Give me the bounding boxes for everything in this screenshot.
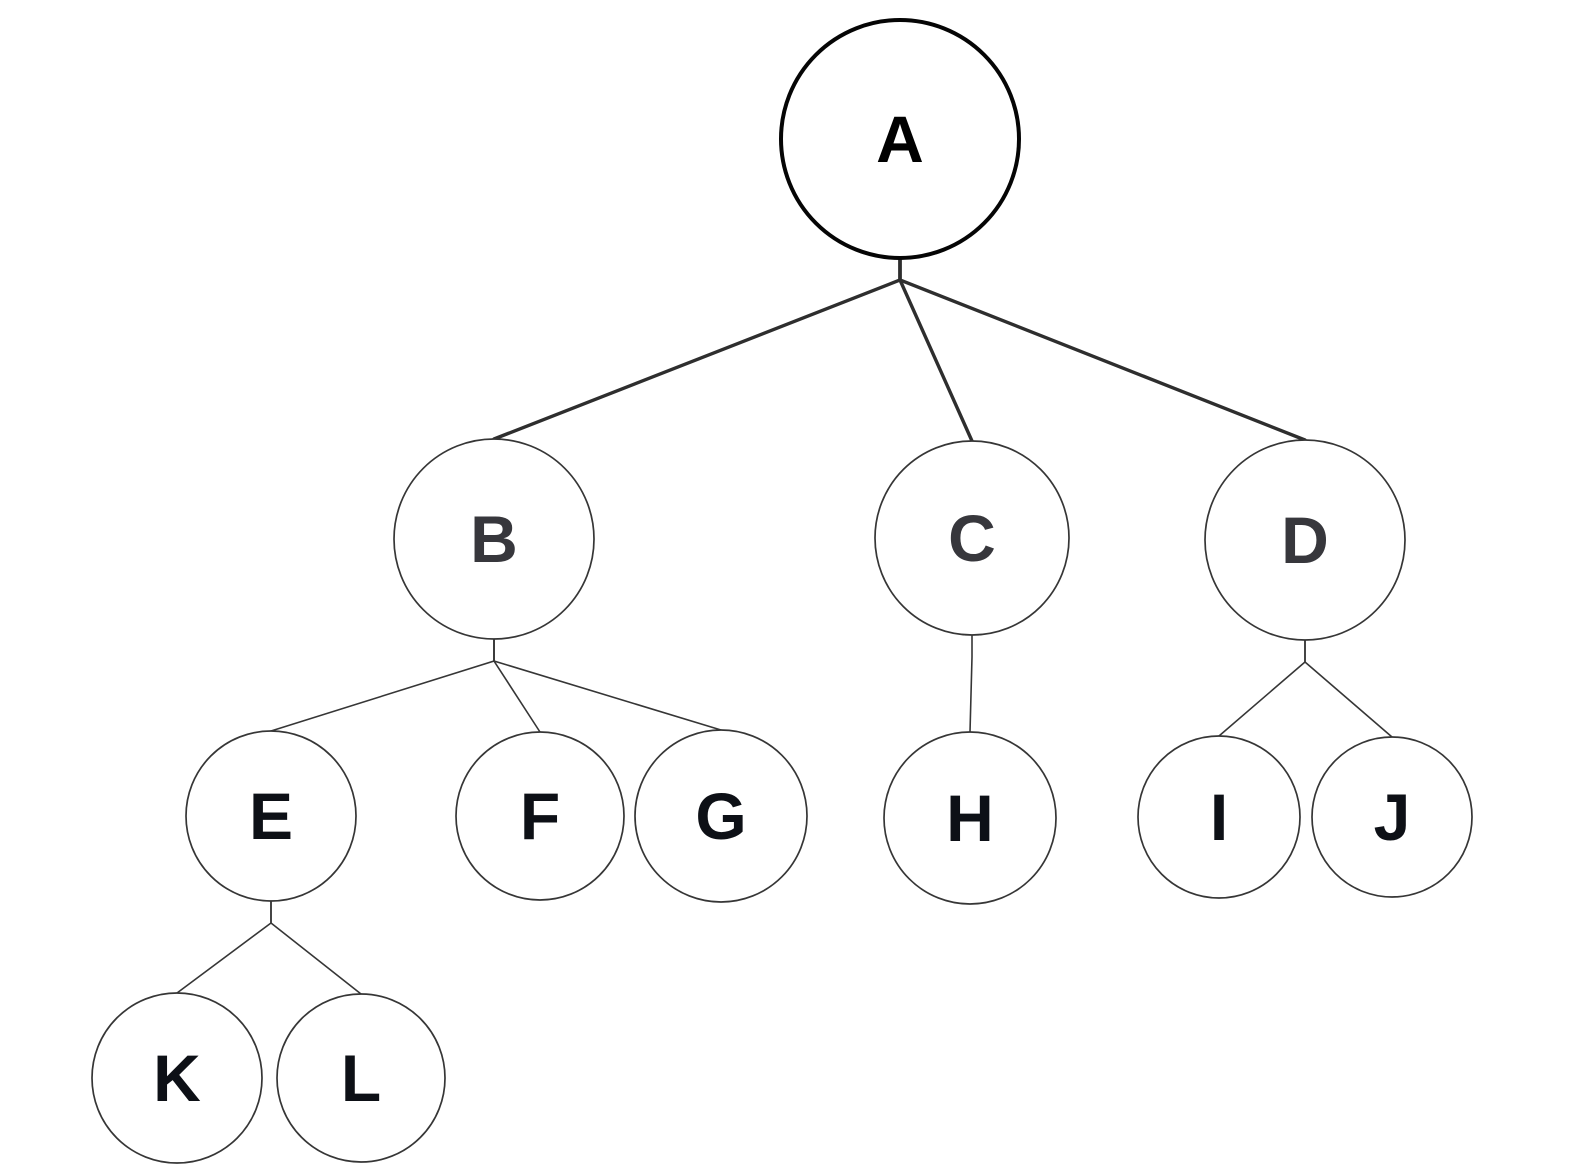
tree-node-F: F xyxy=(455,731,625,901)
edge-B-G xyxy=(493,638,722,731)
tree-node-H: H xyxy=(883,731,1057,905)
edge-E-K xyxy=(176,900,272,994)
node-circle-E xyxy=(185,730,357,902)
nodes-layer: A B C D E F G H I J K L xyxy=(91,18,1473,1164)
node-circle-B xyxy=(393,438,595,640)
node-label-I: I xyxy=(1210,780,1228,854)
tree-node-D: D xyxy=(1204,439,1406,641)
tree-node-A: A xyxy=(779,18,1021,260)
node-circle-L xyxy=(276,993,446,1163)
edge-D-J xyxy=(1304,639,1393,738)
tree-node-K: K xyxy=(91,992,263,1164)
node-label-D: D xyxy=(1281,503,1329,577)
edge-A-B xyxy=(492,256,902,441)
tree-node-E: E xyxy=(185,730,357,902)
tree-node-B: B xyxy=(393,438,595,640)
edge-B-E xyxy=(270,638,495,732)
node-label-H: H xyxy=(946,781,994,855)
node-label-C: C xyxy=(948,501,996,575)
node-circle-K xyxy=(91,992,263,1164)
node-label-L: L xyxy=(341,1041,381,1115)
tree-node-G: G xyxy=(634,729,808,903)
node-circle-I xyxy=(1137,735,1301,899)
edge-A-D xyxy=(898,256,1307,442)
edge-B-F xyxy=(493,638,541,733)
edge-D-I xyxy=(1218,639,1306,737)
node-label-E: E xyxy=(249,779,293,853)
edge-C-H xyxy=(969,634,973,733)
node-circle-H xyxy=(883,731,1057,905)
edge-E-L xyxy=(270,900,362,995)
tree-node-L: L xyxy=(276,993,446,1163)
node-circle-D xyxy=(1204,439,1406,641)
node-label-B: B xyxy=(470,502,518,576)
edges-layer xyxy=(176,256,1393,995)
node-label-K: K xyxy=(153,1041,201,1115)
tree-node-I: I xyxy=(1137,735,1301,899)
tree-node-J: J xyxy=(1311,736,1473,898)
node-circle-A xyxy=(779,18,1021,260)
node-label-G: G xyxy=(695,779,746,853)
node-circle-J xyxy=(1311,736,1473,898)
node-circle-F xyxy=(455,731,625,901)
node-circle-C xyxy=(874,440,1070,636)
node-circle-G xyxy=(634,729,808,903)
node-label-J: J xyxy=(1374,780,1411,854)
node-label-A: A xyxy=(876,102,924,176)
node-label-F: F xyxy=(520,779,560,853)
tree-node-C: C xyxy=(874,440,1070,636)
